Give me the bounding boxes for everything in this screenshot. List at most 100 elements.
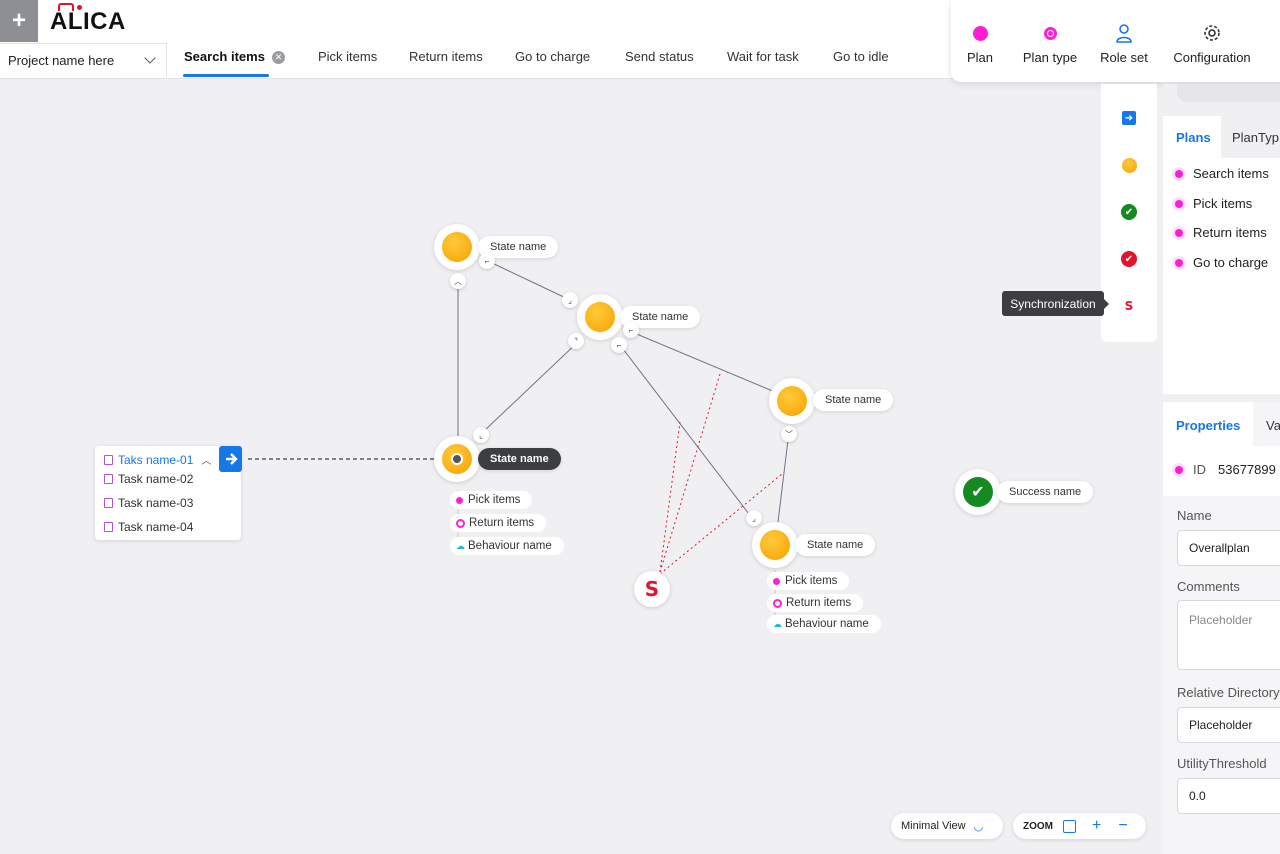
tab-return-items[interactable]: Return items (409, 49, 483, 64)
check-icon: ✔ (963, 477, 993, 507)
synchronization-node[interactable]: S (634, 571, 670, 607)
plan-list-item[interactable]: Pick items (1175, 196, 1252, 211)
success-state-icon[interactable]: ✔ (1118, 201, 1140, 223)
port-icon[interactable]: ⌐ (611, 337, 627, 353)
failure-state-icon[interactable]: ✔ (1118, 248, 1140, 270)
close-icon[interactable]: ✕ (272, 51, 285, 64)
tab-properties[interactable]: Properties (1176, 418, 1241, 433)
plan-icon (1175, 199, 1183, 208)
state-orb (442, 232, 472, 262)
plan-icon (1175, 465, 1183, 474)
synchronization-tooltip: Synchronization (1002, 291, 1109, 316)
plan-type-sub-item[interactable]: Return items (767, 594, 864, 612)
state-orb (585, 302, 615, 332)
tab-send-status[interactable]: Send status (625, 49, 694, 64)
task-item[interactable]: Task name-04 (104, 520, 193, 534)
gear-icon (1201, 22, 1223, 44)
task-icon (104, 454, 113, 465)
entry-point-button[interactable] (219, 446, 242, 472)
tab-go-to-idle[interactable]: Go to idle (833, 49, 889, 64)
task-item[interactable]: Taks name-01︿ (104, 452, 211, 467)
fit-view-icon[interactable] (1063, 819, 1076, 833)
state-orb (442, 444, 472, 474)
tab-go-to-charge[interactable]: Go to charge (515, 49, 591, 64)
synchronization-icon[interactable]: S (1124, 299, 1134, 313)
zoom-in-button[interactable]: + (1092, 817, 1102, 834)
configuration-tool[interactable]: Configuration (1170, 22, 1254, 65)
entry-point-icon[interactable]: ➜ (1118, 107, 1140, 129)
chevron-up-icon[interactable]: ︿ (201, 456, 212, 467)
state-node[interactable] (752, 522, 798, 568)
task-item[interactable]: Task name-03 (104, 496, 193, 510)
state-node[interactable] (577, 294, 623, 340)
tab-plans[interactable]: Plans (1176, 130, 1211, 145)
user-icon (1113, 22, 1135, 44)
plan-icon (1175, 258, 1183, 267)
state-label[interactable]: State name (813, 389, 894, 411)
tab-plantypes[interactable]: PlanTyp (1232, 130, 1279, 145)
plan-icon (1175, 228, 1183, 237)
entry-state-node[interactable] (434, 436, 480, 482)
port-icon[interactable]: ⌐ (479, 253, 495, 269)
project-select[interactable]: Project name here (0, 43, 167, 77)
state-node[interactable] (769, 378, 815, 424)
success-label[interactable]: Success name (997, 481, 1094, 503)
port-icon[interactable]: ⌟ (746, 510, 762, 526)
minimal-view-button[interactable]: Minimal View ◡ (891, 813, 1003, 839)
success-node[interactable]: ✔ (955, 469, 1001, 515)
task-icon (104, 522, 113, 532)
state-label[interactable]: State name (478, 236, 559, 258)
task-item[interactable]: Task name-02 (104, 472, 193, 486)
utility-threshold-label: UtilityThreshold (1177, 756, 1267, 771)
behaviour-sub-item[interactable]: ☁Behaviour name (767, 615, 881, 633)
behaviour-sub-item[interactable]: ☁Behaviour name (450, 537, 564, 555)
plan-list-item[interactable]: Go to charge (1175, 255, 1268, 270)
plan-icon (969, 22, 991, 44)
plan-list-item[interactable]: Search items (1175, 166, 1269, 181)
state-icon[interactable] (1118, 154, 1140, 176)
port-icon[interactable]: ⌝ (568, 333, 584, 349)
tab-variables[interactable]: Va (1266, 418, 1280, 433)
plan-sub-item[interactable]: Pick items (450, 491, 533, 509)
tab-search-items[interactable]: Search items (184, 49, 265, 64)
utility-threshold-field[interactable]: 0.0 (1177, 778, 1280, 814)
role-set-tool[interactable]: Role set (1100, 22, 1148, 65)
port-icon[interactable]: ⌟ (562, 292, 578, 308)
eye-closed-icon: ◡ (973, 820, 984, 833)
state-label[interactable]: State name (620, 306, 701, 328)
state-node[interactable] (434, 224, 480, 270)
state-label[interactable]: State name (795, 534, 876, 556)
plan-tool[interactable]: Plan (967, 22, 993, 65)
relative-directory-field[interactable]: Placeholder (1177, 707, 1280, 743)
state-orb (777, 386, 807, 416)
name-label: Name (1177, 508, 1212, 523)
task-icon (104, 498, 113, 508)
plan-icon (1175, 169, 1183, 178)
port-icon[interactable]: ⌞ (473, 427, 489, 443)
tab-wait-for-task[interactable]: Wait for task (727, 49, 799, 64)
comments-field[interactable]: Placeholder (1177, 600, 1280, 670)
chevron-down-icon[interactable]: ﹀ (781, 426, 797, 442)
port-icon[interactable]: ⌐ (623, 322, 639, 338)
state-label-selected[interactable]: State name (478, 448, 561, 470)
plan-type-tool[interactable]: Plan type (1021, 22, 1079, 65)
name-field[interactable]: Overallplan (1177, 530, 1280, 566)
plan-type-icon (773, 598, 782, 608)
comments-label: Comments (1177, 579, 1240, 594)
relative-directory-label: Relative Directory (1177, 685, 1280, 700)
plan-sub-item[interactable]: Pick items (767, 572, 850, 590)
plan-list-item[interactable]: Return items (1175, 225, 1267, 240)
plan-type-icon (456, 518, 465, 528)
logo: ALICA (50, 3, 126, 36)
task-list: Taks name-01︿ Task name-02 Task name-03 … (95, 446, 241, 540)
plan-type-sub-item[interactable]: Return items (450, 514, 547, 532)
chevron-up-icon[interactable]: ︿ (450, 273, 466, 289)
zoom-out-button[interactable]: − (1118, 817, 1128, 834)
element-toolbar: Plan Plan type Role set Configuration (951, 0, 1280, 82)
tab-pick-items[interactable]: Pick items (318, 49, 378, 64)
add-button[interactable]: + (0, 0, 38, 42)
arrow-right-icon (225, 453, 238, 465)
plan-icon (456, 496, 463, 504)
